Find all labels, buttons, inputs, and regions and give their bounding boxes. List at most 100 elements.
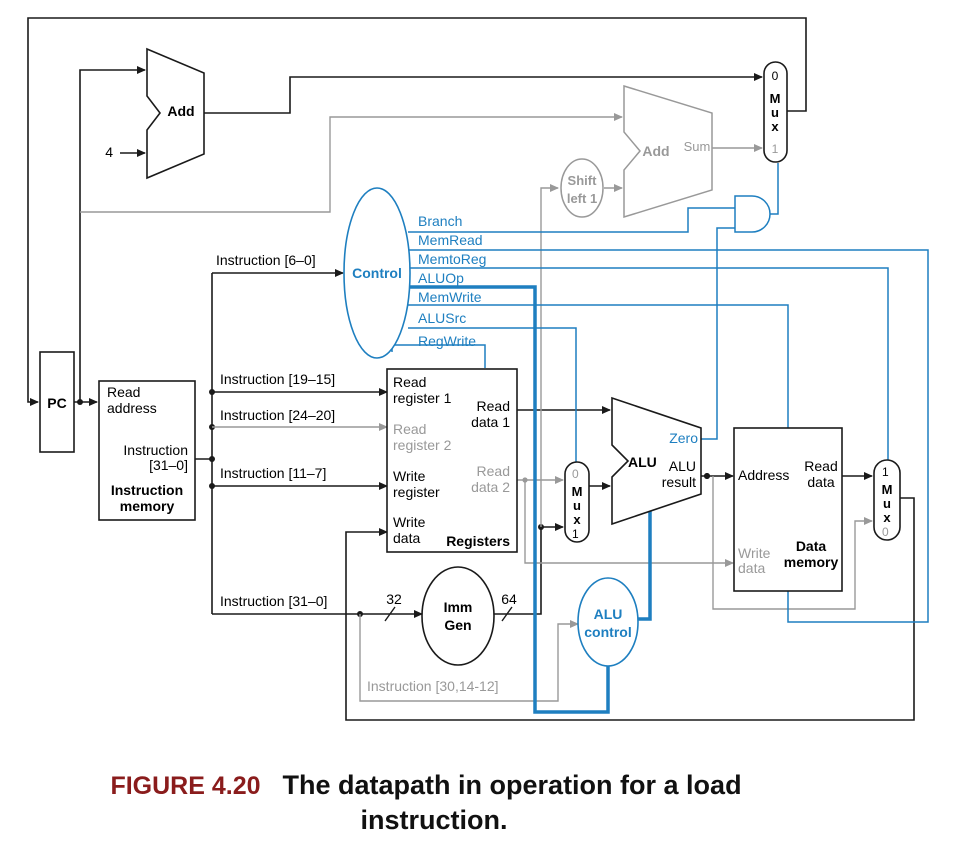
svg-text:Write: Write — [393, 468, 426, 484]
svg-text:MemtoReg: MemtoReg — [418, 251, 486, 267]
svg-text:ALU: ALU — [669, 458, 696, 474]
datapath-diagram: PC Add 4 Add Sum Shift left 1 0 M u x 1 … — [27, 17, 929, 721]
svg-text:Read: Read — [393, 374, 426, 390]
gray-wires — [80, 113, 873, 702]
svg-text:RegWrite: RegWrite — [418, 333, 476, 349]
data-memory: Address Read data Write data Data memory — [733, 427, 843, 592]
svg-text:Write: Write — [738, 545, 771, 561]
alu-source-mux: 0 M u x 1 — [564, 461, 590, 543]
figure-number: FIGURE 4.20 — [110, 772, 261, 800]
svg-text:register 2: register 2 — [393, 437, 452, 453]
svg-text:data: data — [393, 530, 420, 546]
control-unit: Control — [343, 187, 411, 359]
svg-text:memory: memory — [784, 554, 839, 570]
svg-text:Read: Read — [477, 463, 510, 479]
instruction-memory: Read address Instruction [31–0] Instruct… — [98, 380, 196, 521]
instruction-field-labels: Instruction [6–0] Instruction [19–15] In… — [216, 252, 499, 694]
svg-text:0: 0 — [882, 525, 889, 539]
svg-text:left 1: left 1 — [567, 191, 597, 206]
svg-text:Imm: Imm — [444, 599, 473, 615]
svg-text:ALUOp: ALUOp — [418, 270, 464, 286]
svg-text:ALU: ALU — [628, 454, 657, 470]
svg-text:x: x — [883, 510, 891, 525]
svg-text:data 1: data 1 — [471, 414, 510, 430]
svg-text:Instruction [24–20]: Instruction [24–20] — [220, 407, 335, 423]
svg-text:Read: Read — [107, 384, 140, 400]
black-wires — [27, 17, 915, 721]
svg-text:0: 0 — [572, 467, 579, 481]
svg-text:u: u — [573, 498, 581, 513]
svg-text:control: control — [584, 624, 631, 640]
gray-dot — [522, 477, 528, 483]
svg-text:MemWrite: MemWrite — [418, 289, 482, 305]
imm-in-width: 32 — [386, 591, 402, 607]
svg-text:Read: Read — [804, 458, 837, 474]
branch-adder: Add Sum — [623, 84, 713, 219]
svg-text:u: u — [771, 105, 779, 120]
figure-title: The datapath in operation for a load inst… — [283, 768, 843, 838]
svg-text:x: x — [771, 119, 779, 134]
svg-text:Read: Read — [477, 398, 510, 414]
svg-text:Control: Control — [352, 265, 402, 281]
svg-text:data 2: data 2 — [471, 479, 510, 495]
figure-title-line2: instruction. — [360, 805, 508, 835]
svg-text:Add: Add — [167, 103, 194, 119]
svg-text:Gen: Gen — [444, 617, 471, 633]
svg-text:1: 1 — [882, 465, 889, 479]
svg-text:Instruction [11–7]: Instruction [11–7] — [220, 465, 326, 481]
pc-register: PC — [39, 351, 75, 453]
svg-text:address: address — [107, 400, 157, 416]
svg-text:Registers: Registers — [446, 533, 510, 549]
svg-text:Sum: Sum — [684, 139, 711, 154]
svg-text:[31–0]: [31–0] — [149, 457, 188, 473]
svg-text:Address: Address — [738, 467, 789, 483]
svg-text:PC: PC — [47, 395, 66, 411]
svg-text:data: data — [807, 474, 834, 490]
pc-adder: Add — [146, 47, 205, 180]
svg-text:Instruction: Instruction — [111, 482, 183, 498]
svg-text:M: M — [882, 482, 893, 497]
bus-width-slashes — [384, 606, 513, 622]
svg-text:register 1: register 1 — [393, 390, 452, 406]
svg-text:Instruction [6–0]: Instruction [6–0] — [216, 252, 316, 268]
branch-and-gate — [734, 195, 771, 233]
mem-to-reg-mux: 1 M u x 0 — [873, 459, 901, 541]
alu-control: ALU control — [577, 577, 639, 667]
svg-text:memory: memory — [120, 498, 175, 514]
svg-text:Read: Read — [393, 421, 426, 437]
svg-text:Add: Add — [642, 143, 669, 159]
svg-text:result: result — [662, 474, 696, 490]
svg-text:MemRead: MemRead — [418, 232, 483, 248]
svg-text:M: M — [770, 91, 781, 106]
svg-text:Instruction: Instruction — [123, 442, 188, 458]
alu: Zero ALU ALU result — [611, 396, 702, 526]
svg-text:Branch: Branch — [418, 213, 462, 229]
svg-text:Instruction [30,14-12]: Instruction [30,14-12] — [367, 678, 499, 694]
svg-text:0: 0 — [772, 69, 779, 83]
svg-text:Instruction [31–0]: Instruction [31–0] — [220, 593, 327, 609]
shift-left-unit: Shift left 1 — [560, 158, 604, 218]
svg-text:Shift: Shift — [568, 173, 598, 188]
svg-text:x: x — [573, 512, 581, 527]
svg-text:Data: Data — [796, 538, 827, 554]
svg-text:ALU: ALU — [594, 606, 623, 622]
figure-caption: FIGURE 4.20 The datapath in operation for… — [0, 768, 953, 838]
svg-text:Write: Write — [393, 514, 426, 530]
svg-text:Instruction [19–15]: Instruction [19–15] — [220, 371, 335, 387]
svg-text:u: u — [883, 496, 891, 511]
svg-text:register: register — [393, 484, 440, 500]
svg-text:1: 1 — [772, 142, 779, 156]
imm-out-width: 64 — [501, 591, 517, 607]
svg-text:M: M — [572, 484, 583, 499]
pc-source-mux: 0 M u x 1 — [763, 61, 788, 163]
register-file: Read register 1 Read register 2 Write re… — [386, 368, 518, 553]
control-signal-labels: Branch MemRead MemtoReg ALUOp MemWrite A… — [418, 213, 486, 349]
imm-gen: Imm Gen — [421, 566, 495, 666]
constant-four-label: 4 — [105, 144, 113, 160]
junction-dots — [77, 389, 710, 617]
figure-title-line1: The datapath in operation for a load — [282, 770, 742, 800]
svg-text:1: 1 — [572, 527, 579, 541]
svg-text:Zero: Zero — [669, 430, 698, 446]
svg-text:ALUSrc: ALUSrc — [418, 310, 466, 326]
svg-text:data: data — [738, 560, 765, 576]
